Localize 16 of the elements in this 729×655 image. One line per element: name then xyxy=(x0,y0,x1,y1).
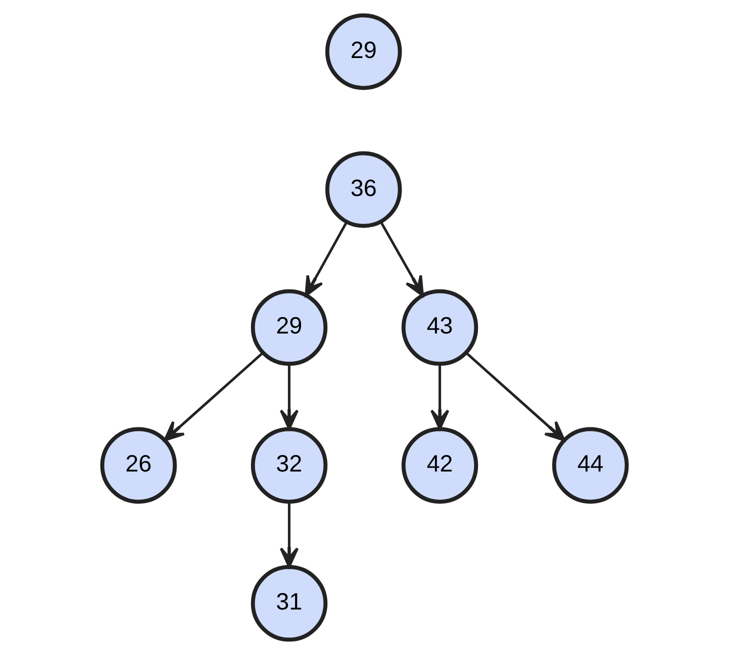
arrow xyxy=(164,352,264,442)
node-circle: 26 xyxy=(100,427,177,504)
node-circle: 36 xyxy=(325,151,402,228)
node-circle: 29 xyxy=(250,289,328,366)
node-circle: 44 xyxy=(552,427,629,504)
arrow xyxy=(465,352,566,442)
arrow xyxy=(430,364,450,430)
arrow xyxy=(380,221,424,297)
arrow xyxy=(280,364,299,430)
arrow xyxy=(280,502,299,568)
node-circle: 29 xyxy=(325,13,402,90)
arrow xyxy=(304,221,348,297)
node-circle: 43 xyxy=(402,289,478,366)
node-circle: 31 xyxy=(250,565,328,642)
node-circle: 42 xyxy=(402,427,478,504)
node-circle: 32 xyxy=(250,427,328,504)
